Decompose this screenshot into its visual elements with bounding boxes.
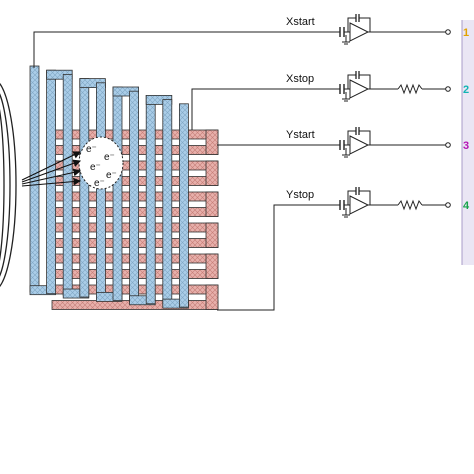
x-electrode-finger: [145, 95, 156, 305]
electron-label: e⁻: [104, 152, 115, 163]
amplifier-icon: [349, 79, 370, 99]
signal-chain: Ystart 3: [286, 127, 469, 158]
channel-number: 3: [463, 140, 469, 152]
feedback-capacitor: [347, 130, 356, 145]
x-electrode-finger: [129, 90, 140, 303]
amplifier-icon: [349, 22, 370, 42]
y-electrode-turn: [205, 129, 219, 155]
signal-chain: Xstart 1: [286, 14, 469, 45]
x-electrode-finger: [178, 103, 189, 308]
output-terminal: [445, 202, 451, 208]
signal-label: Xstart: [286, 16, 315, 28]
signal-label: Ystart: [286, 129, 315, 141]
y-electrode-turn: [205, 191, 219, 217]
feedback-capacitor: [347, 74, 356, 89]
signal-label: Ystop: [286, 189, 314, 201]
electron-label: e⁻: [106, 170, 117, 181]
output-terminal: [445, 142, 451, 148]
amplifier-icon: [349, 135, 370, 155]
x-electrode-finger: [79, 78, 90, 298]
x-electrode-finger: [96, 82, 106, 300]
amplifier-icon: [349, 195, 370, 215]
x-electrode-finger: [62, 74, 73, 296]
resistor-icon: [397, 83, 423, 95]
oscilloscope-panel: [461, 20, 474, 265]
x-electrode-finger: [162, 99, 173, 306]
y-electrode-turn: [205, 160, 219, 186]
resistor-icon: [397, 199, 423, 211]
y-electrode-turn: [205, 222, 219, 248]
electron-label: e⁻: [90, 162, 101, 173]
signal-wiring: [33, 31, 336, 311]
electron-cloud: e⁻ e⁻ e⁻ e⁻ e⁻: [78, 136, 124, 190]
signal-chain: Xstop 2: [286, 71, 469, 102]
channel-number: 2: [463, 84, 469, 96]
electron-label: e⁻: [94, 178, 105, 189]
feedback-capacitor: [347, 17, 356, 32]
signal-label: Xstop: [286, 73, 314, 85]
x-electrode-finger: [112, 86, 123, 301]
signal-chain: Ystop 4: [286, 187, 470, 218]
y-electrode-turn: [205, 253, 219, 279]
x-electrode-finger: [46, 69, 56, 295]
channel-number: 4: [463, 200, 470, 212]
microchannel-plate: [0, 82, 17, 288]
electron-label: e⁻: [86, 144, 97, 155]
feedback-capacitor: [347, 190, 356, 205]
output-terminal: [445, 29, 451, 35]
electron-trajectory-arrows: [21, 151, 82, 187]
channel-number: 1: [463, 27, 469, 39]
output-terminal: [445, 86, 451, 92]
x-delay-line-electrode: [29, 65, 189, 309]
y-electrode-turn: [205, 284, 219, 310]
